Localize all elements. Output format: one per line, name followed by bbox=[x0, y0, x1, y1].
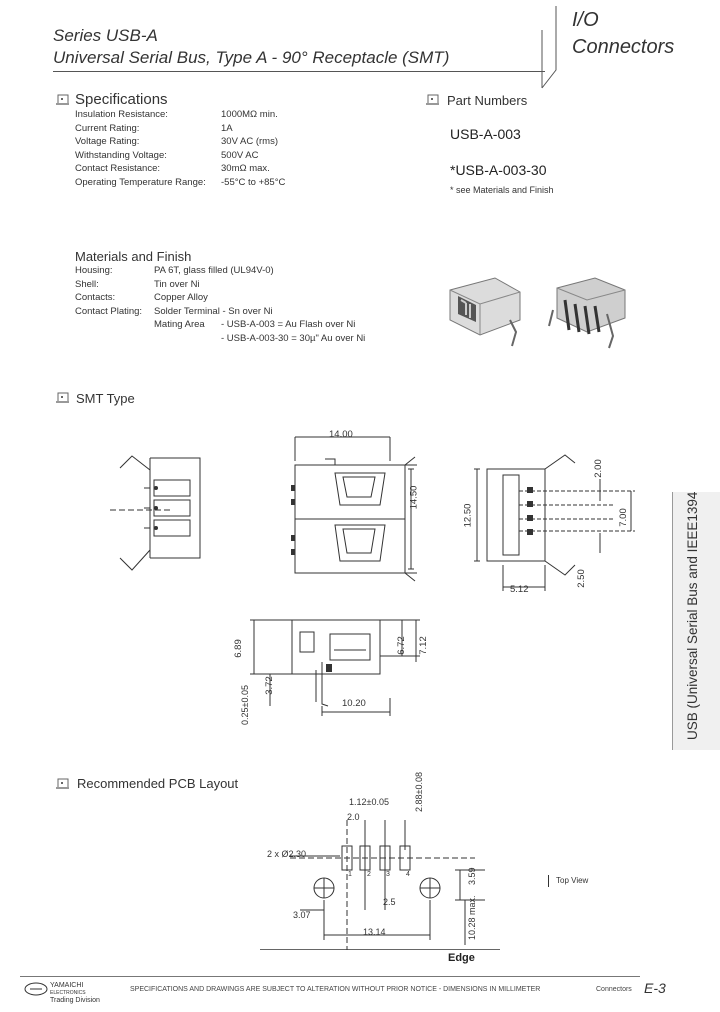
pcb-pin-3: 3 bbox=[386, 871, 390, 878]
top-view-marker bbox=[548, 875, 549, 887]
pcb-dim-holes: 2 x Ø2.30 bbox=[267, 849, 307, 859]
dim-14-50: 14.50 bbox=[408, 485, 420, 510]
category-line2: Connectors bbox=[572, 36, 675, 58]
dim-5-12: 5.12 bbox=[510, 584, 529, 595]
mating-line-2: - USB-A-003-30 = 30µ" Au over Ni bbox=[221, 333, 366, 344]
spec-row-value: 1000MΩ min. bbox=[221, 109, 278, 120]
dim-3-72: 3.72 bbox=[263, 676, 275, 695]
spec-row-label: Voltage Rating: bbox=[75, 136, 140, 147]
material-row-value: Copper Alloy bbox=[154, 292, 208, 303]
header-slash-graphic bbox=[541, 6, 557, 89]
dim-10-20: 10.20 bbox=[342, 698, 366, 709]
footer-disclaimer: SPECIFICATIONS AND DRAWINGS ARE SUBJECT … bbox=[130, 986, 541, 993]
spec-row-label: Operating Temperature Range: bbox=[75, 176, 206, 188]
sidebar-tab bbox=[672, 492, 720, 750]
dim-12-50: 12.50 bbox=[462, 503, 474, 528]
material-row-label: Contacts: bbox=[75, 292, 116, 303]
pcb-dim-3-59: 3.59 bbox=[467, 867, 477, 885]
pcb-pin-1: 1 bbox=[348, 871, 352, 878]
category-line1: I/O bbox=[572, 9, 599, 31]
section-bullet-icon bbox=[56, 94, 69, 105]
mating-line-1: - USB-A-003 = Au Flash over Ni bbox=[221, 319, 356, 330]
spec-row-value: 1A bbox=[221, 122, 233, 134]
company-division: Trading Division bbox=[50, 997, 100, 1004]
pcb-dim-2-5: 2.5 bbox=[383, 897, 396, 907]
spec-row-value: 30V AC (rms) bbox=[221, 136, 279, 147]
pcb-dim-3-07: 3.07 bbox=[293, 910, 311, 920]
dim-6-72: 6.72 bbox=[395, 636, 407, 655]
spec-row-value: 500V AC bbox=[221, 149, 259, 161]
section-bullet-icon bbox=[426, 94, 439, 105]
pcb-dim-13-14: 13.14 bbox=[363, 927, 386, 937]
spec-row-label: Insulation Resistance: bbox=[75, 109, 168, 120]
material-row-label: Housing: bbox=[75, 265, 113, 276]
footer-rule bbox=[20, 976, 640, 977]
material-row-value: Tin over Ni bbox=[154, 278, 200, 290]
pcb-layout-drawing bbox=[260, 820, 500, 950]
smt-title: SMT Type bbox=[76, 391, 135, 406]
dim-7-12: 7.12 bbox=[417, 636, 429, 655]
pcb-title: Recommended PCB Layout bbox=[77, 776, 239, 791]
dim-7-00: 7.00 bbox=[617, 508, 629, 527]
pcb-pin-4: 4 bbox=[406, 871, 410, 878]
connector-photo-1 bbox=[449, 277, 521, 347]
page-number: E-3 bbox=[644, 980, 666, 996]
material-row-value: PA 6T, glass filled (UL94V-0) bbox=[154, 265, 274, 276]
spec-row-label: Contact Resistance: bbox=[75, 163, 161, 174]
smt-top-view-drawing bbox=[291, 436, 417, 582]
part-numbers-title: Part Numbers bbox=[447, 93, 528, 108]
dim-2-00: 2.00 bbox=[592, 459, 604, 478]
section-bullet-icon bbox=[56, 392, 69, 403]
material-row-label: Contact Plating: bbox=[75, 305, 143, 317]
page-subtitle: Universal Serial Bus, Type A - 90° Recep… bbox=[53, 48, 450, 67]
dim-2-50: 2.50 bbox=[575, 569, 587, 588]
spec-row-label: Current Rating: bbox=[75, 122, 140, 134]
sidebar-text: USB (Universal Serial Bus and IEEE1394 bbox=[685, 491, 700, 740]
pcb-dim-1-12: 1.12±0.05 bbox=[349, 797, 389, 807]
mating-area-label: Mating Area bbox=[154, 319, 205, 330]
pcb-dim-10-28: 10.28 max. bbox=[467, 895, 477, 940]
pcb-dim-2-88: 2.88±0.08 bbox=[414, 772, 424, 812]
section-bullet-icon bbox=[56, 778, 69, 789]
material-row-value: Solder Terminal - Sn over Ni bbox=[154, 305, 273, 317]
footer-section: Connectors bbox=[596, 986, 632, 993]
part-number-1: USB-A-003 bbox=[450, 126, 521, 142]
spec-row-label: Withstanding Voltage: bbox=[75, 149, 167, 161]
material-row-label: Shell: bbox=[75, 278, 99, 290]
pcb-dim-2-0: 2.0 bbox=[347, 812, 360, 822]
materials-title: Materials and Finish bbox=[75, 249, 192, 264]
specifications-title: Specifications bbox=[75, 91, 168, 108]
pcb-pin-2: 2 bbox=[367, 871, 371, 878]
smt-side-view-drawing bbox=[110, 455, 201, 571]
spec-row-value: -55°C to +85°C bbox=[221, 176, 286, 188]
company-sub: ELECTRONICS bbox=[50, 990, 86, 996]
series-title: Series USB-A bbox=[53, 26, 158, 45]
company-name: YAMAICHI bbox=[50, 982, 84, 989]
dim-0-25: 0.25±0.05 bbox=[239, 685, 250, 725]
header-rule bbox=[53, 71, 545, 72]
smt-elevation-drawing bbox=[250, 619, 420, 716]
connector-photo-2 bbox=[548, 277, 626, 349]
part-number-2: *USB-A-003-30 bbox=[450, 162, 547, 178]
smt-front-view-drawing bbox=[474, 454, 635, 591]
top-view-label: Top View bbox=[556, 876, 589, 885]
dim-6-89: 6.89 bbox=[232, 639, 244, 658]
dim-14-00: 14.00 bbox=[329, 429, 353, 440]
spec-row-value: 30mΩ max. bbox=[221, 163, 270, 174]
company-logo-icon bbox=[24, 982, 48, 996]
part-number-note: * see Materials and Finish bbox=[450, 185, 554, 195]
edge-label: Edge bbox=[448, 952, 475, 964]
